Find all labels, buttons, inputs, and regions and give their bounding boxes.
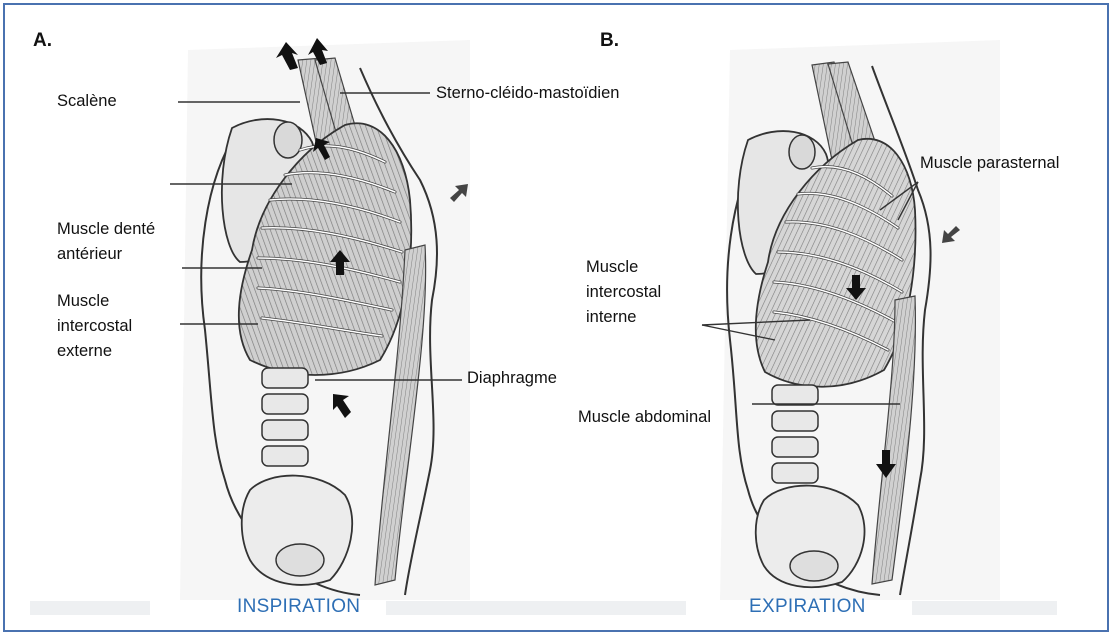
label-intercostal-externe-line1: Muscle [57, 289, 109, 314]
label-intercostal-interne-line3: interne [586, 305, 636, 330]
label-diaphragme: Diaphragme [467, 366, 557, 391]
label-intercostal-interne-line1: Muscle [586, 255, 638, 280]
label-dente-anterieur-line2: antérieur [57, 242, 122, 267]
label-dente-anterieur-line1: Muscle denté [57, 217, 155, 242]
caption-band-a-left [30, 601, 150, 615]
panel-a-letter: A. [33, 30, 52, 52]
panel-b-letter: B. [600, 30, 619, 52]
caption-band-a-right [386, 601, 686, 615]
label-muscle-parasternal: Muscle parasternal [920, 151, 1059, 176]
panel-a-illustration [170, 38, 470, 600]
label-intercostal-externe-line3: externe [57, 339, 112, 364]
caption-expiration: EXPIRATION [749, 596, 866, 618]
label-intercostal-externe-line2: intercostal [57, 314, 132, 339]
panel-b-illustration [702, 40, 1000, 600]
label-muscle-abdominal: Muscle abdominal [578, 405, 711, 430]
label-scalene: Scalène [57, 89, 117, 114]
caption-band-b-right [912, 601, 1057, 615]
caption-inspiration: INSPIRATION [237, 596, 360, 618]
label-intercostal-interne-line2: intercostal [586, 280, 661, 305]
label-sterno-cleido-mastoidien: Sterno-cléido-mastoïdien [436, 81, 619, 106]
